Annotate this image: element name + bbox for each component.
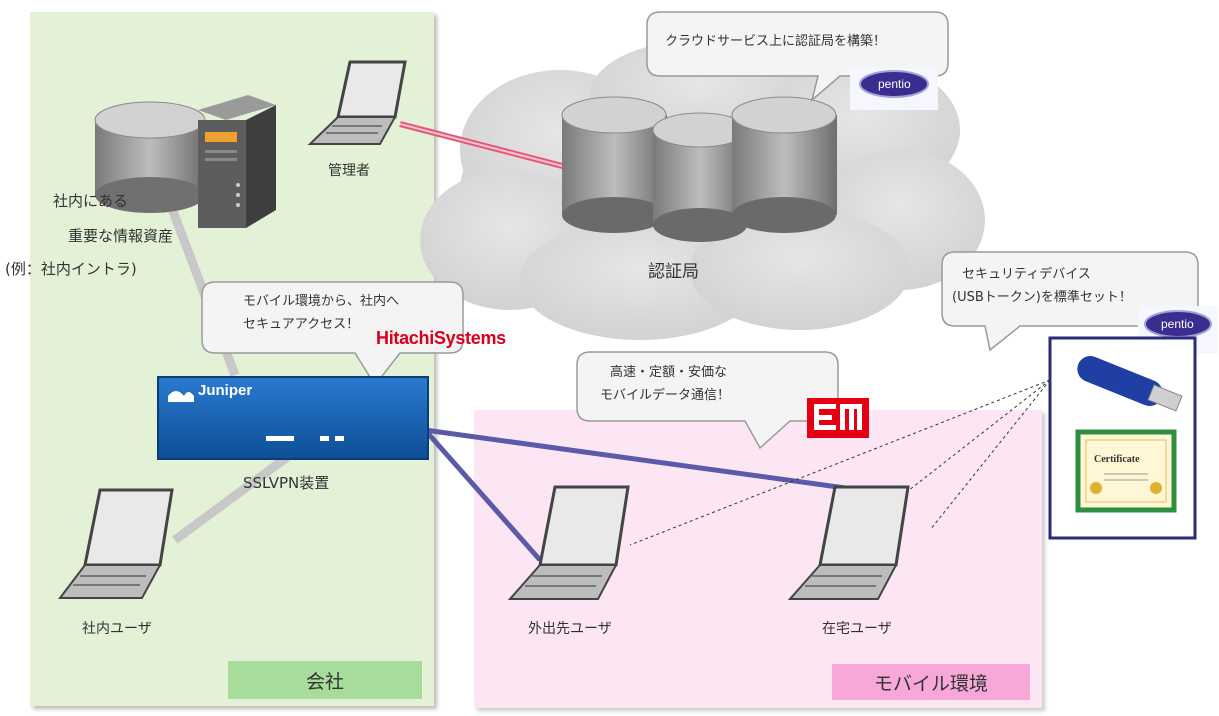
assets-label-line2: 重要な情報資産 — [68, 227, 174, 245]
callout-device — [941, 251, 1199, 352]
pentio-logo-right-text: pentio — [1161, 317, 1194, 331]
ca-database-icon-1 — [561, 96, 667, 233]
token-home-link-1 — [889, 379, 1051, 506]
assets-label-line3: (例：社内イントラ) — [5, 260, 137, 278]
remote-user-laptop-icon — [507, 485, 630, 600]
callout-mobile-access-line1: モバイル環境から、社内へ — [243, 294, 400, 309]
company-zone-label: 会社 — [228, 661, 422, 699]
database-icon — [94, 101, 206, 213]
hitachi-logo: HitachiSystems — [376, 328, 506, 348]
server-icon — [198, 95, 276, 228]
callout-device-line1: セキュリティデバイス — [962, 267, 1091, 282]
home-user-label: 在宅ユーザ — [822, 621, 892, 637]
callout-data-line1: 高速・定額・安価な — [610, 365, 728, 380]
ca-label: 認証局 — [648, 262, 699, 282]
home-user-laptop-icon — [787, 485, 910, 600]
callout-cloud-ca — [646, 11, 949, 103]
vpn-remote-user-link — [423, 428, 542, 562]
vpn-home-user-link — [424, 427, 861, 493]
admin-label: 管理者 — [328, 163, 370, 179]
callout-device-line2: (USBトークン)を標準セット！ — [952, 290, 1132, 305]
certificate-text: Certificate — [1094, 454, 1140, 465]
ca-database-icon-3 — [731, 96, 837, 233]
certificate-icon — [1075, 429, 1177, 513]
emobile-logo — [807, 398, 869, 438]
pentio-logo-top — [850, 68, 938, 110]
internal-user-laptop-icon — [57, 488, 174, 599]
usb-token-icon — [1077, 356, 1183, 412]
pentio-logo-top-text: pentio — [878, 77, 911, 91]
callout-data — [576, 351, 839, 450]
vpn-internal-user-link — [172, 451, 293, 544]
assets-label-line1: 社内にある — [53, 192, 129, 210]
callout-mobile-access-line2: セキュアアクセス！ — [243, 317, 360, 332]
juniper-logo: Juniper — [198, 382, 253, 399]
admin-laptop-icon — [307, 60, 407, 145]
sslvpn-device-icon — [157, 376, 429, 460]
internal-user-label: 社内ユーザ — [82, 621, 152, 637]
remote-user-label: 外出先ユーザ — [528, 621, 612, 637]
callout-cloud-ca-text: クラウドサービス上に認証局を構築！ — [665, 34, 887, 49]
mobile-zone-label: モバイル環境 — [832, 664, 1030, 700]
callout-data-line2: モバイルデータ通信！ — [600, 388, 731, 403]
sslvpn-label: SSLVPN装置 — [243, 474, 330, 492]
token-home-link-2 — [929, 379, 1051, 531]
callout-mobile-access — [201, 281, 464, 387]
